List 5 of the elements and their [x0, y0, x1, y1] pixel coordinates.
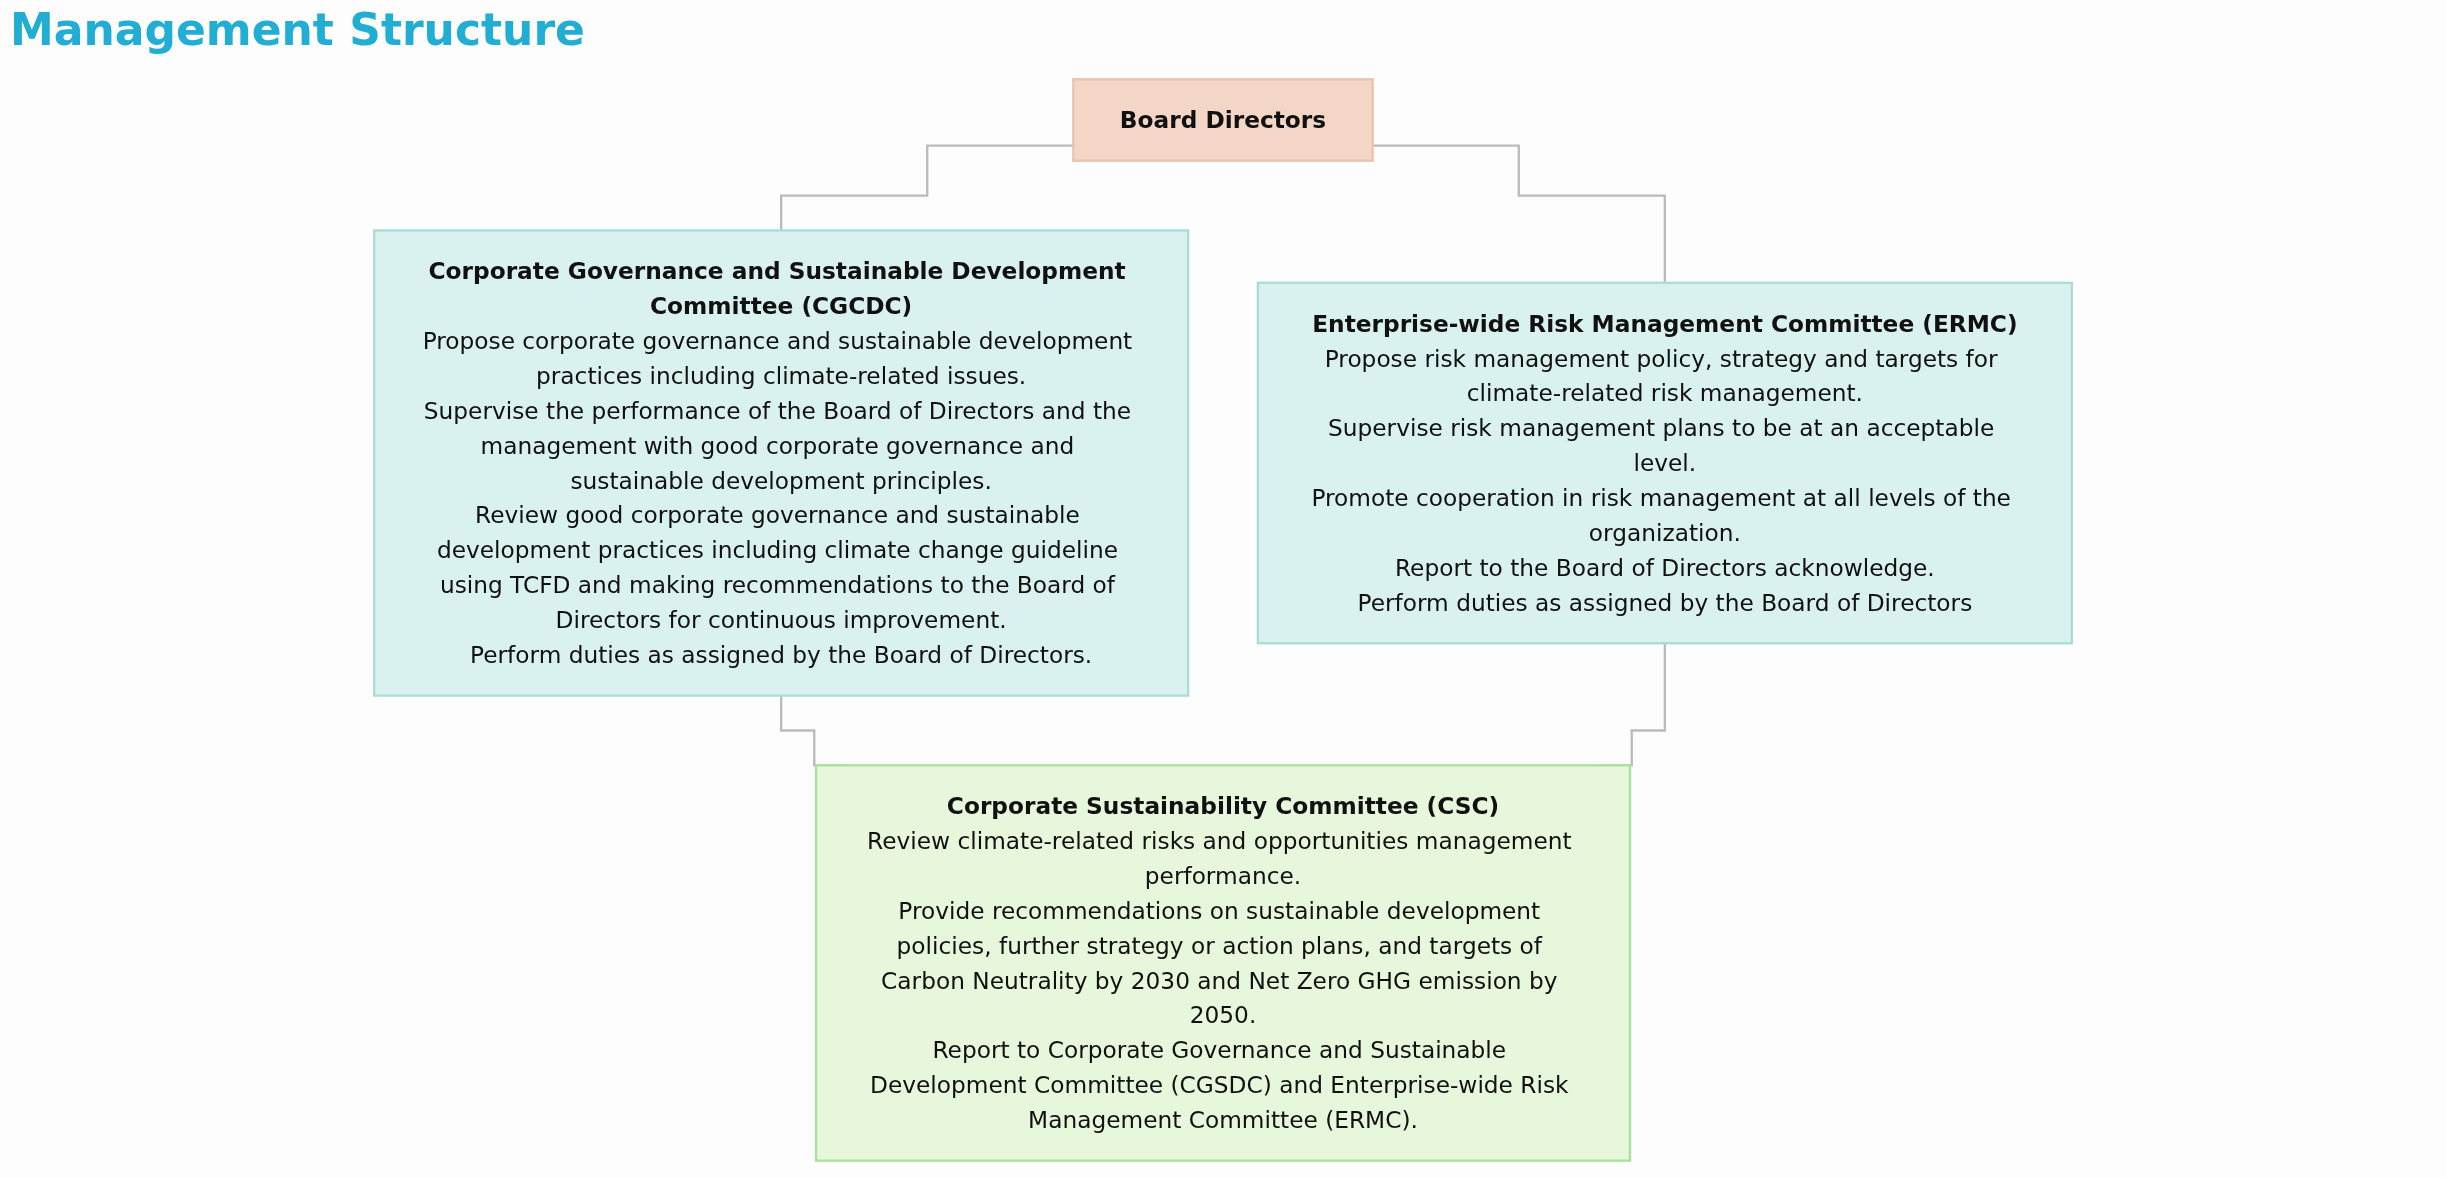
diagram-title: Management Structure	[10, 4, 585, 55]
node-box: Corporate Sustainability Committee (CSC) Review climate-related risks and opportunities management performance. Provide recommendations on sustainable development policies, further strategy or action plans, and targets of Carbon Neutrality by 2030 and Net Zero GHG emission by 2050. Report to Corporate Governance and Sustainable Development Committee (CGSDC) and Enterprise-wide Risk Management Committee (ERMC).	[814, 764, 1632, 1162]
node-box: Corporate Governance and Sustainable Development Committee (CGCDC) Propose corporate governance and sustainable development practices including climate-related issues. Supervise the performance of the Board of Directors and the management with good corporate governance and sustainable development principles. Review good corporate governance and sustainable development practices including climate change guideline using TCFD and making recommendations to the Board of Directors for continuous improvement. Perform duties as assigned by the Board of Directors.	[373, 229, 1190, 697]
node-box: Board Directors	[1072, 78, 1374, 162]
node-box: Enterprise-wide Risk Management Committee (ERMC) Propose risk management policy, strategy and targets for climate-related risk management. Supervise risk management plans to be at an acceptable level. Promote cooperation in risk management at all levels of the organization. Report to the Board of Directors acknowledge. Perform duties as assigned by the Board of Directors	[1256, 281, 2073, 645]
